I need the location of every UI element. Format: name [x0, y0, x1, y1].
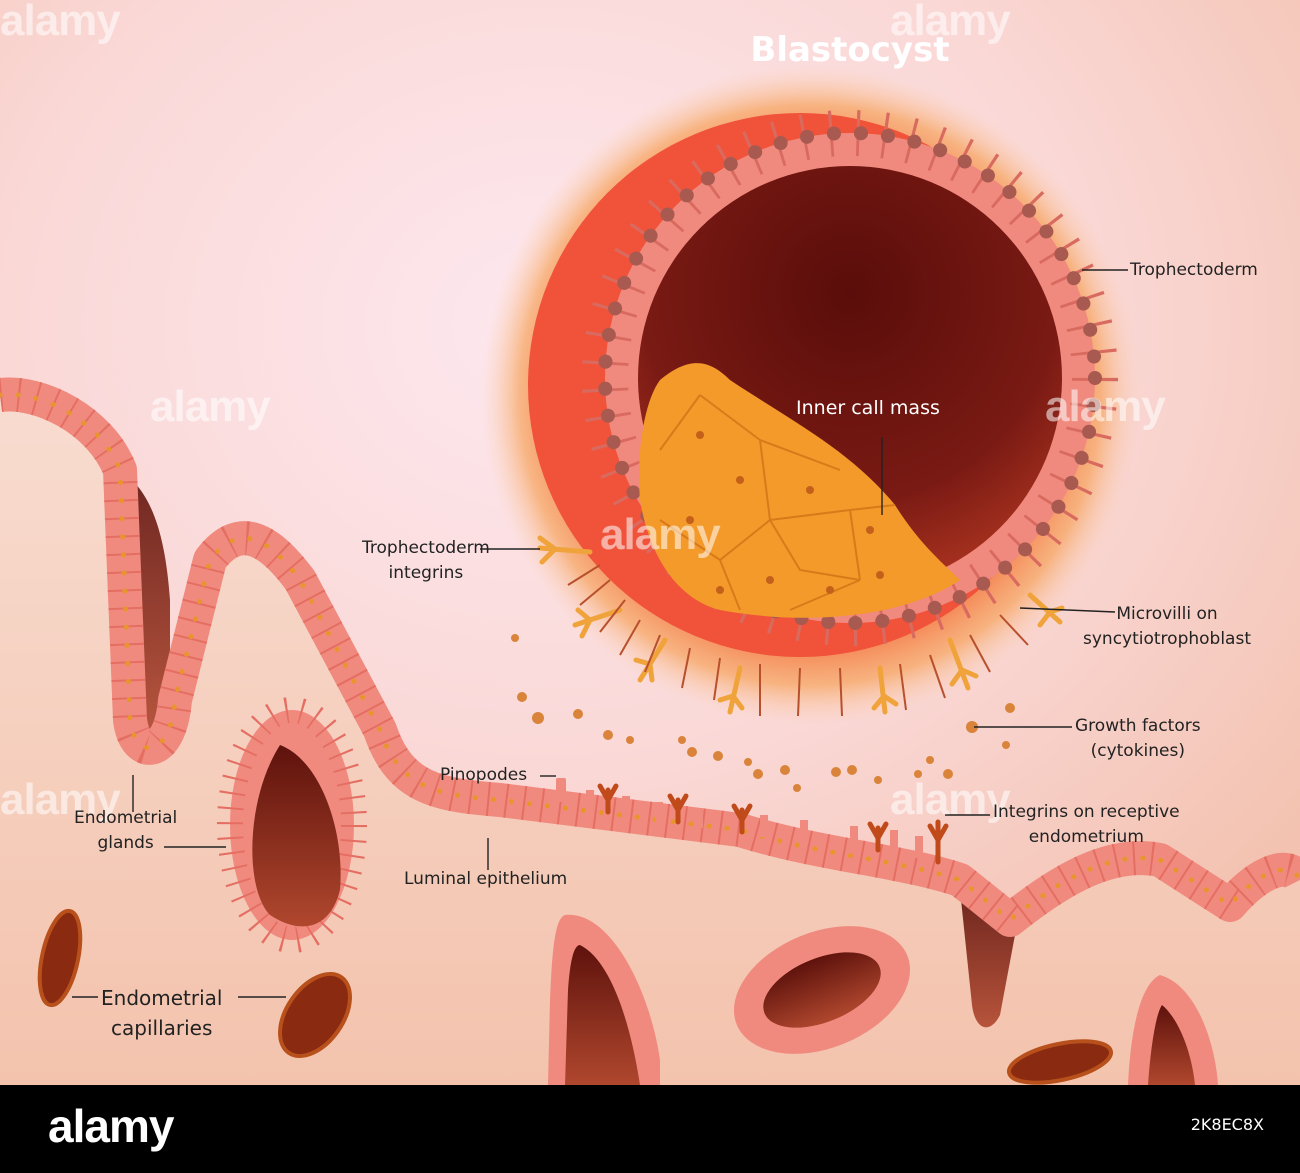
label-endometrial-glands: Endometrial glands [74, 806, 177, 856]
watermark: alamy [0, 0, 121, 45]
image-id: 2K8EC8X [1190, 1115, 1264, 1134]
label-line: integrins [388, 563, 464, 583]
label-line: Endometrial [101, 986, 223, 1010]
inner-cell-mass [639, 363, 960, 618]
capillary-left [37, 908, 83, 1008]
trophectoderm-nuclei [598, 126, 1102, 630]
capillary-bottom-right [1006, 1039, 1114, 1085]
label-inner-cell-mass: Inner call mass [796, 397, 940, 419]
microvilli [567, 564, 1029, 717]
label-line: syncytiotrophoblast [1083, 629, 1251, 649]
label-line: glands [97, 833, 154, 853]
alamy-logo: alamy [48, 1100, 174, 1152]
label-pinopodes: Pinopodes [440, 765, 528, 785]
leader-microvilli [1019, 607, 1116, 613]
watermark: alamy [1045, 382, 1166, 431]
growth-factor-particles [511, 634, 1015, 792]
watermark: alamy [890, 0, 1011, 45]
label-luminal-epithelium: Luminal epithelium [404, 869, 568, 889]
label-line: (cytokines) [1090, 741, 1185, 761]
label-growth-factors: Growth factors (cytokines) [1075, 714, 1201, 764]
label-line: Growth factors [1075, 716, 1201, 736]
label-line: Endometrial [74, 808, 178, 828]
label-line: Microvilli on [1116, 604, 1218, 624]
blastocyst [480, 65, 1140, 725]
pinopodes [556, 778, 923, 858]
stock-footer-bar: alamy 2K8EC8X [0, 1085, 1300, 1173]
gland-cross-section-center [548, 914, 660, 1085]
diagram-title: Blastocyst [750, 30, 950, 70]
gland-cross-section-oval [733, 926, 911, 1054]
watermark: alamy [600, 510, 721, 559]
endometrial-integrins [597, 783, 949, 865]
leader-lines [72, 269, 1128, 998]
trophectoderm-integrins [537, 535, 1065, 715]
label-integrins-receptive: Integrins on receptive endometrium [993, 800, 1180, 850]
label-trophectoderm: Trophectoderm [1130, 260, 1258, 280]
label-line: endometrium [1028, 827, 1144, 847]
gland-cross-section-left [217, 697, 367, 953]
label-trophectoderm-integrins: Trophectoderm integrins [362, 536, 490, 586]
blastocyst-implantation-illustration [0, 0, 1300, 1085]
label-microvilli: Microvilli on syncytiotrophoblast [1083, 602, 1251, 652]
inner-cell-mass-cell-borders [659, 394, 896, 611]
label-line: capillaries [111, 1016, 213, 1040]
label-endometrial-capillaries: Endometrial capillaries [101, 983, 222, 1043]
gland-cross-section-right [1128, 975, 1218, 1085]
label-line: Trophectoderm [362, 538, 490, 558]
watermark: alamy [890, 775, 1011, 824]
watermark: alamy [150, 382, 271, 431]
capillary-center [278, 972, 352, 1058]
label-line: Integrins on receptive [993, 802, 1180, 822]
inner-cell-mass-nuclei [686, 431, 884, 594]
luminal-epithelium-nuclei [0, 391, 1300, 924]
watermark: alamy [0, 775, 121, 824]
